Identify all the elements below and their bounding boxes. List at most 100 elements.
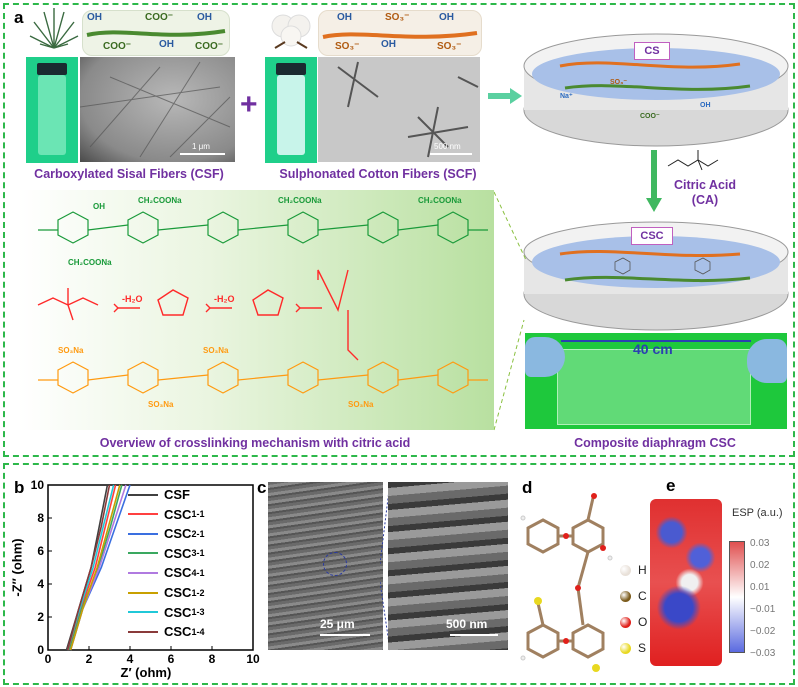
right-arrow-icon (488, 88, 522, 104)
atom-legend-label: C (638, 589, 647, 603)
cs-dish-diagram (523, 33, 789, 147)
esp-colorbar (729, 541, 745, 653)
y-axis-label: -Z″ (ohm) (9, 537, 25, 597)
impedance-chart (47, 484, 254, 651)
legend-subscript: 1-3 (191, 607, 205, 618)
legend-subscript: 1-1 (191, 509, 205, 520)
atom-legend-label: H (638, 563, 647, 577)
legend-swatch (128, 630, 158, 633)
legend-swatch (128, 532, 158, 535)
panel-b-label: b (14, 478, 25, 497)
panel-c-label: c (257, 478, 267, 497)
scf-caption: Sulphonated Cotton Fibers (SCF) (279, 167, 477, 181)
agave-plant-image (29, 8, 79, 49)
water-loss-label: -H₂O (214, 294, 235, 304)
scf-group: SO₃⁻ (335, 41, 360, 52)
y-tick-label: 10 (30, 478, 44, 492)
series-line-1 (67, 484, 117, 651)
legend-label: CSC (164, 565, 192, 581)
panel-e-label: e (666, 476, 676, 495)
atom-s-icon (620, 643, 631, 654)
csf-tem-scale: 1 μm (192, 142, 210, 151)
csf-group: COO⁻ (103, 41, 132, 52)
csf-cellulose-chain (38, 211, 488, 244)
length-label: 40 cm (633, 341, 673, 357)
sem-zoom-image: 500 nm (388, 482, 508, 650)
x-tick-label: 10 (246, 652, 260, 666)
colorbar-title: ESP (a.u.) (732, 507, 783, 519)
scf-group: SO₃⁻ (437, 41, 462, 52)
colorbar-tick-label: 0.03 (750, 538, 770, 549)
panels-bcde-frame (3, 463, 795, 685)
csf-caption: Carboxylated Sisal Fibers (CSF) (34, 167, 224, 181)
csf-group: OH (197, 12, 212, 23)
scf-tem-scale: 500 nm (434, 142, 461, 151)
panel-a-frame (3, 3, 795, 457)
group-label: SO₃Na (348, 400, 374, 409)
left-glove (525, 337, 565, 377)
ion-label: COO⁻ (640, 113, 660, 120)
x-tick-label: 4 (126, 652, 134, 666)
legend-label: CSC (164, 624, 192, 640)
y-tick-label: 6 (37, 544, 44, 558)
citric-acid-reaction (37, 269, 359, 361)
y-tick-label: 4 (37, 577, 44, 591)
zoom-dashed-lines (494, 191, 527, 431)
series-line-2 (69, 484, 131, 651)
water-loss-label: -H₂O (122, 294, 143, 304)
photo-caption: Composite diaphragm CSC (574, 436, 736, 450)
legend-label: CSC (164, 545, 192, 561)
csf-group: COO⁻ (195, 41, 224, 52)
x-tick-label: 0 (44, 652, 52, 666)
panel-d-label: d (522, 478, 533, 497)
csc-label-box: CSC (631, 227, 673, 245)
colorbar-tick-label: 0.02 (750, 560, 770, 571)
legend-swatch (128, 513, 158, 516)
x-tick-label: 8 (208, 652, 216, 666)
csf-fiber-diagram: OH COO⁻ OH COO⁻ OH COO⁻ (82, 10, 230, 56)
scf-vial-photo (265, 57, 317, 163)
legend-subscript: 4-1 (191, 567, 205, 578)
scf-fiber-diagram: OH SO₃⁻ OH SO₃⁻ OH SO₃⁻ (318, 10, 482, 56)
group-label: SO₃Na (148, 400, 174, 409)
sem-cross-section-image: 25 μm (268, 482, 383, 650)
x-tick-label: 2 (85, 652, 93, 666)
atom-legend-label: O (638, 615, 648, 629)
atom-o-icon (620, 617, 631, 628)
plus-sign: + (240, 88, 258, 121)
scf-group: SO₃⁻ (385, 12, 410, 23)
legend-label: CSC (164, 585, 192, 600)
y-tick-label: 0 (37, 643, 44, 657)
ion-label: SO₃⁻ (610, 79, 628, 86)
panel-a-label: a (14, 8, 24, 27)
csf-group: OH (159, 39, 174, 50)
sem-scale-left: 25 μm (320, 617, 355, 631)
atom-h-icon (620, 565, 631, 576)
group-label: CH₂COONa (278, 196, 322, 205)
y-tick-label: 2 (37, 610, 44, 624)
atom-c-icon (620, 591, 631, 602)
legend-swatch (128, 493, 158, 496)
legend-subscript: 1-4 (191, 626, 205, 637)
legend-subscript: 3-1 (191, 548, 205, 559)
group-label: CH₂COONa (138, 196, 182, 205)
sem-scale-right: 500 nm (446, 617, 488, 631)
group-label: CH₂COONa (418, 196, 462, 205)
colorbar-tick-label: −0.02 (750, 626, 776, 637)
series-line-3 (68, 484, 123, 651)
x-tick-label: 6 (167, 652, 175, 666)
x-axis-label: Z′ (ohm) (120, 665, 172, 680)
legend-swatch (128, 552, 158, 555)
plot-frame (47, 484, 254, 651)
down-arrow-icon (646, 150, 662, 212)
legend-label: CSC (164, 604, 192, 620)
colorbar-tick-label: −0.03 (750, 648, 776, 659)
molecular-structure-model (520, 493, 613, 672)
crosslinking-mechanism-panel: CH₂COONa CH₂COONa CH₂COONa CH₂COONa OH -… (18, 190, 494, 430)
legend-swatch (128, 591, 158, 594)
